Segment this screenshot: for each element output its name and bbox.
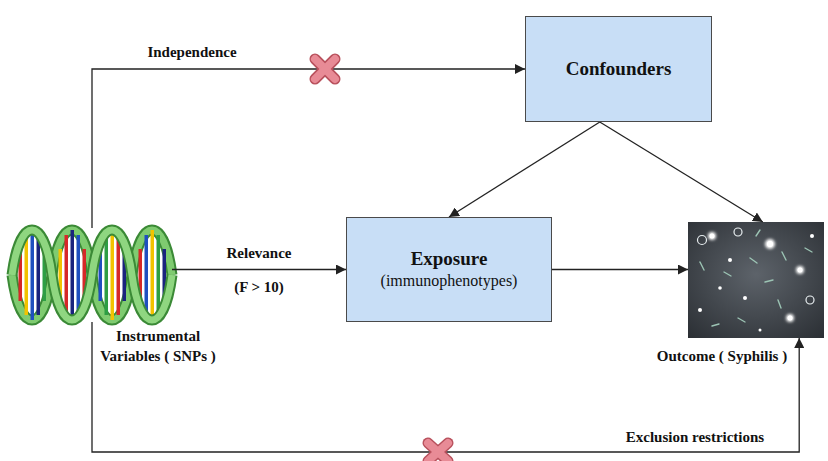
edge-label: Exclusion restrictions (626, 429, 764, 446)
dna-strand-front (12, 230, 172, 320)
arrow-connector (92, 69, 525, 228)
base-pair (31, 230, 35, 320)
cross-stroke (428, 443, 448, 461)
cell-ring (698, 236, 707, 245)
microscopy-image (688, 222, 824, 338)
base-pair (71, 230, 75, 320)
cell (698, 308, 702, 312)
confounder-box: Confounders (525, 16, 712, 122)
arrow-connector (449, 122, 600, 217)
cell-ring (806, 296, 814, 304)
cell (786, 314, 794, 322)
base-pair (77, 235, 81, 315)
node-caption: Outcome ( Syphilis ) (657, 346, 787, 366)
cross-stroke (315, 59, 335, 79)
dna-strand-back (12, 230, 172, 320)
edge-label: Independence (147, 44, 236, 61)
cell (759, 329, 762, 332)
outcome-node: Outcome ( Syphilis ) (688, 222, 824, 338)
arrow-connector (92, 322, 799, 452)
spirochete (778, 300, 781, 308)
instrument-node: Instrumental Variables ( SNPs ) (12, 228, 172, 322)
base-pair (145, 235, 149, 315)
base-pair (111, 230, 115, 320)
base-pair (117, 235, 121, 315)
spirochete (700, 262, 704, 270)
arrow-connector (600, 122, 763, 222)
cell (810, 234, 814, 238)
node-subtitle: (immunophenotypes) (381, 271, 518, 292)
cross-stroke (315, 59, 335, 79)
base-pair (37, 235, 41, 315)
cell-glows (708, 232, 804, 322)
base-pair (25, 235, 29, 315)
cell (743, 296, 747, 300)
spirochete (724, 272, 731, 276)
cell (796, 266, 804, 274)
cross-stroke (428, 443, 448, 461)
spirochete (805, 248, 812, 252)
spirochete (738, 318, 745, 322)
spirochete (750, 258, 757, 263)
arrow-connector (552, 269, 688, 270)
cell (708, 232, 716, 240)
arrow-connector (172, 269, 346, 270)
microscopy-background (688, 222, 824, 338)
cell-rings (698, 228, 815, 304)
spirochetes (700, 230, 812, 326)
cell (765, 239, 775, 249)
dna-strand-front (12, 230, 172, 320)
cell (767, 241, 773, 247)
cell (798, 268, 803, 273)
cross-stroke (315, 59, 335, 79)
spirochete (765, 280, 773, 282)
cross-mark (428, 443, 448, 461)
cells (698, 234, 814, 332)
base-pair (151, 230, 155, 320)
node-title: Exposure (411, 247, 488, 272)
cell (788, 316, 793, 321)
base-pair (157, 235, 161, 315)
cross-stroke (315, 59, 335, 79)
cell-ring (734, 228, 742, 236)
node-title: Confounders (566, 57, 672, 82)
cross-mark (315, 59, 335, 79)
cell (718, 286, 722, 290)
dna-helix (12, 230, 172, 320)
cell (710, 234, 715, 239)
spirochete (756, 230, 760, 236)
edge-label: Relevance (F > 10) (219, 236, 299, 304)
base-pair (65, 235, 69, 315)
cell (728, 258, 732, 262)
dna-strand-back (12, 230, 172, 320)
node-caption: Instrumental Variables ( SNPs ) (100, 326, 216, 366)
spirochete (712, 324, 719, 326)
cross-stroke (428, 443, 448, 461)
cross-stroke (428, 443, 448, 461)
exposure-box: Exposure(immunophenotypes) (346, 217, 552, 322)
base-pair (105, 235, 109, 315)
spirochete (782, 252, 786, 260)
